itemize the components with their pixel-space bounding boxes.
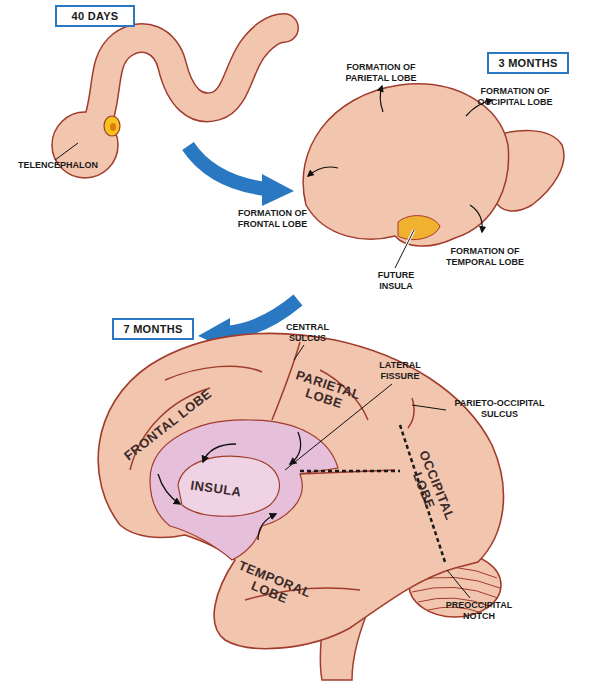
optic-vesicle <box>104 116 120 136</box>
stage-label-box: 3 MONTHS <box>487 52 569 74</box>
stage-arrow-head <box>262 174 294 206</box>
insula-surface <box>178 456 280 516</box>
stage-arrow <box>188 146 266 189</box>
leader-line <box>447 570 470 598</box>
callout-label: LATERAL FISSURE <box>370 360 430 382</box>
leader-line <box>294 345 304 360</box>
folium-line <box>412 587 498 598</box>
callout-label: PARIETO-OCCIPITAL SULCUS <box>447 398 552 420</box>
callout-label: FUTURE INSULA <box>370 270 422 292</box>
lobe-boundary-dotted <box>300 470 400 473</box>
growth-arrow <box>470 205 482 232</box>
fetal-cerebrum <box>303 84 508 246</box>
opercula-arrow <box>158 474 180 504</box>
gyrus-line <box>165 366 262 380</box>
stage-label: 40 DAYS <box>72 10 119 22</box>
stage-label: 7 MONTHS <box>123 323 182 335</box>
stage-label-box: 40 DAYS <box>55 5 135 27</box>
growth-arrow <box>308 167 338 176</box>
future-insula-area <box>398 216 440 240</box>
opercula-arrow <box>258 514 276 540</box>
callout-label: PREOCCIPITAL NOTCH <box>440 600 518 622</box>
neural-tube-outline <box>95 28 284 130</box>
opercular-region <box>150 420 338 560</box>
callout-label: FORMATION OF TEMPORAL LOBE <box>440 246 530 268</box>
leader-line <box>395 230 414 268</box>
stage-label-box: 7 MONTHS <box>112 318 194 340</box>
leader-line-halo <box>395 230 414 268</box>
stage-label: 3 MONTHS <box>498 57 557 69</box>
growth-arrow <box>380 86 383 112</box>
parieto-occipital-sulcus-line <box>408 398 414 428</box>
callout-label: FORMATION OF OCCIPITAL LOBE <box>470 86 560 108</box>
leader-line <box>55 143 78 160</box>
cerebrum <box>98 333 503 648</box>
neural-tube <box>95 28 284 130</box>
callout-label: TELENCEPHALON <box>18 160 118 171</box>
callout-label: CENTRAL SULCUS <box>280 322 335 344</box>
sulci <box>130 342 414 600</box>
optic-vesicle-center <box>110 123 116 131</box>
callout-label: FORMATION OF FRONTAL LOBE <box>230 208 315 230</box>
callout-label: FORMATION OF PARIETAL LOBE <box>340 62 422 84</box>
leader-line <box>412 405 446 410</box>
opercula-arrow <box>203 444 236 462</box>
